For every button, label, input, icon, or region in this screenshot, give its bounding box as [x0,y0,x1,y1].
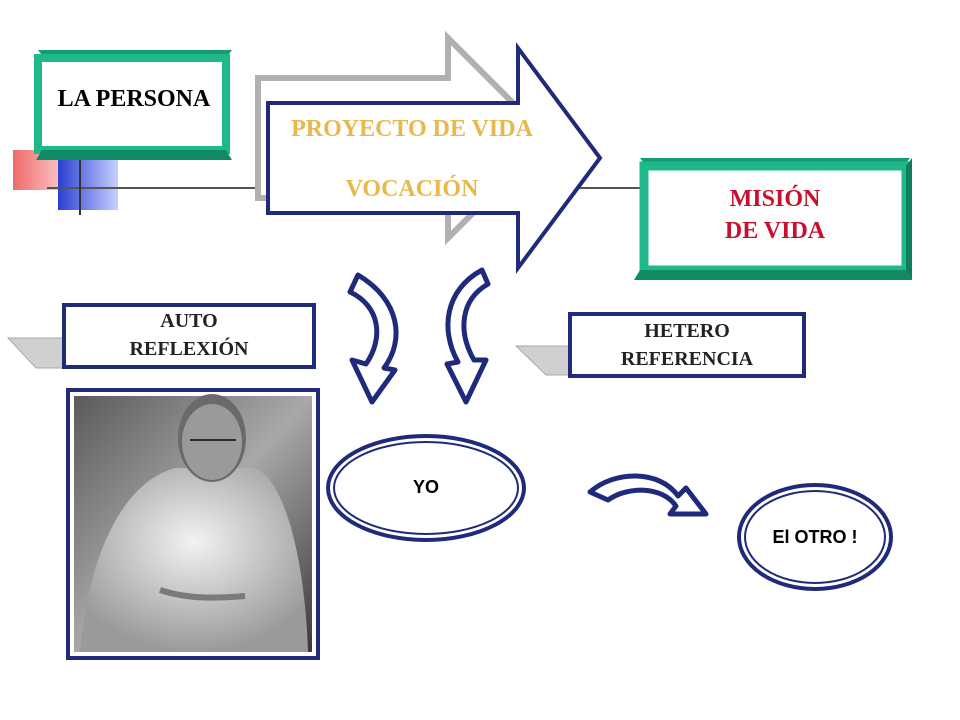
hetero-line1: HETERO [644,320,730,342]
auto-reflexion-box [6,303,316,369]
auto-line2: REFLEXIÓN [129,338,249,360]
otro-label: El OTRO ! [772,527,858,547]
mision-line2: DE VIDA [724,218,826,244]
arrow-line1: PROYECTO DE VIDA [291,116,533,142]
hetero-referencia-box [514,312,806,378]
mision-line1: MISIÓN [729,186,821,212]
big-arrow [255,30,603,275]
persona-box [34,50,232,160]
portrait-photo [66,388,320,660]
curved-arrow-right [444,267,491,405]
curved-arrow-left [347,272,399,405]
hetero-line2: REFERENCIA [620,348,754,370]
yo-label: YO [412,477,439,497]
arrow-line2: VOCACIÓN [345,176,479,202]
yo-ellipse [326,434,526,542]
curved-arrow-otro [587,473,709,517]
persona-label: LA PERSONA [57,86,211,112]
mision-box [634,158,912,280]
otro-ellipse [737,483,893,591]
auto-line1: AUTO [160,310,218,332]
